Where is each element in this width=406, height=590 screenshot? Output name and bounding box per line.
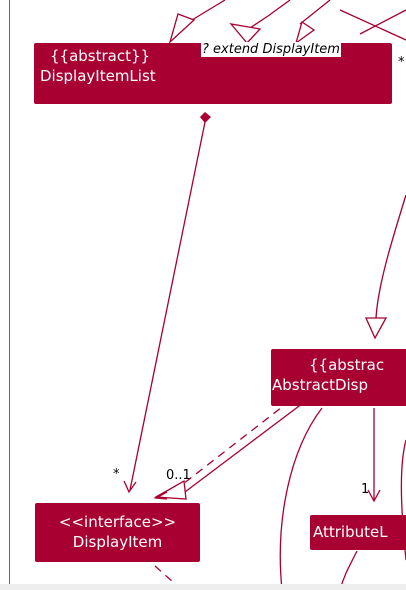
connector-line [359, 9, 406, 35]
connector-line [249, 0, 291, 29]
class-attribute[interactable]: AttributeL [310, 515, 406, 550]
connector-line [279, 407, 323, 590]
realization-arrowhead [153, 479, 187, 500]
multiplicity-zero-one: 0..1 [166, 468, 191, 483]
interface-display-item[interactable]: <<interface>> DisplayItem [35, 503, 200, 562]
node-stereotype: <<interface>> [58, 513, 177, 531]
navigation-arrowhead [123, 480, 137, 494]
generic-label: ? extend DisplayItem [201, 42, 341, 57]
connector-line [191, 0, 226, 21]
generalization-line [375, 194, 406, 319]
connector-line [299, 0, 331, 25]
composition-line [129, 121, 206, 491]
node-stereotype: {{abstract}} [50, 47, 151, 65]
node-name: DisplayItem [72, 533, 163, 551]
navigation-arrowhead [367, 489, 381, 503]
node-name: AbstractDisp [272, 376, 369, 394]
composition-diamond [200, 112, 211, 123]
multiplicity-star: * [113, 467, 120, 482]
generalization-arrowhead [364, 317, 388, 340]
multiplicity-star-top: * [398, 55, 405, 70]
association-arrowhead [153, 491, 168, 500]
generalization-arrowhead [229, 23, 262, 44]
node-stereotype: {{abstrac [309, 356, 385, 374]
class-abstract-display[interactable]: {{abstrac AbstractDisp [271, 349, 406, 406]
generalization-arrowhead [294, 20, 316, 45]
generalization-arrowhead [168, 13, 196, 45]
connector-line [339, 9, 406, 41]
node-name: AttributeL [313, 523, 388, 541]
node-name: DisplayItemList [40, 67, 156, 85]
diagram-frame-border [0, 0, 10, 590]
bottom-scroll-strip [0, 584, 406, 590]
multiplicity-one: 1 [361, 482, 370, 497]
